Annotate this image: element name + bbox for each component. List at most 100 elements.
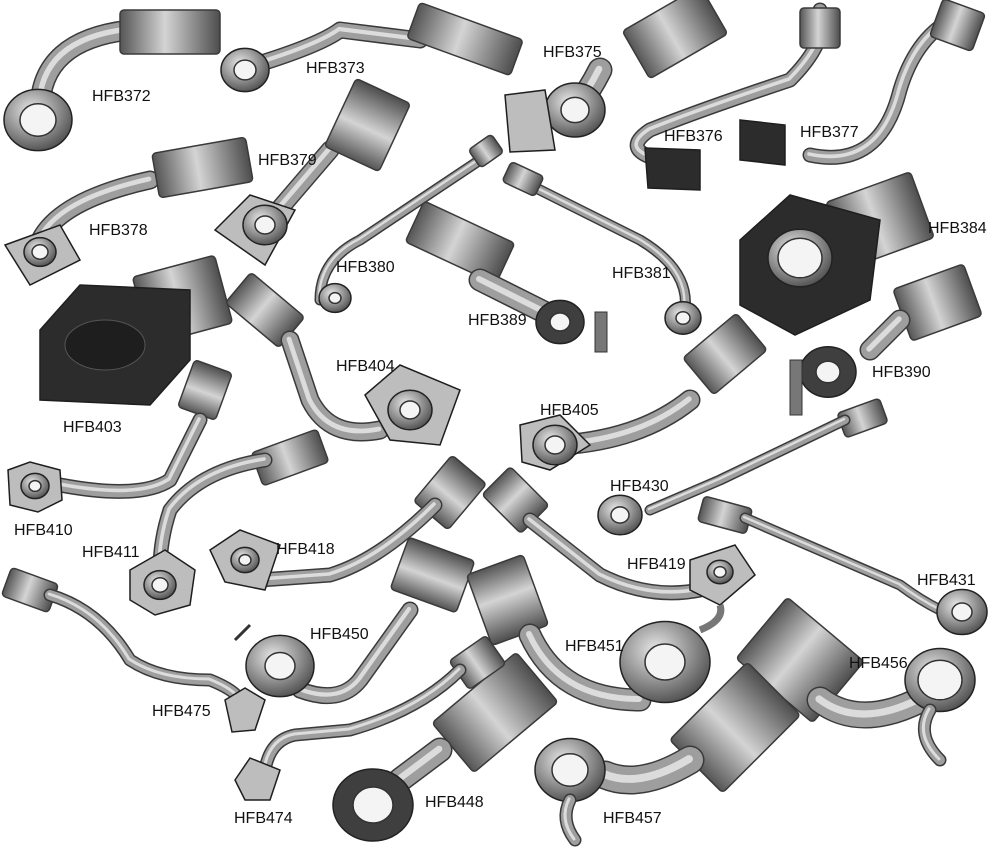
tube-outline: [514, 174, 691, 316]
sleeve: [178, 360, 232, 420]
tab-hfb450: [233, 623, 252, 642]
tube-highlight: [527, 517, 701, 594]
banjo-hole: [328, 291, 342, 305]
part-label-hfb430: HFB430: [610, 478, 669, 495]
sleeve: [405, 201, 515, 284]
sleeve: [325, 78, 410, 172]
sleeve: [683, 314, 767, 394]
part-label-hfb389: HFB389: [468, 312, 527, 329]
tube: [45, 590, 245, 705]
tube-highlight: [647, 417, 846, 511]
part-label-hfb379: HFB379: [258, 152, 317, 169]
part-label-hfb405: HFB405: [540, 402, 599, 419]
sleeve: [407, 2, 523, 76]
sleeve: [151, 136, 254, 199]
tube-highlight: [57, 417, 201, 493]
tube: [741, 514, 944, 614]
part-label-hfb450: HFB450: [310, 626, 369, 643]
sleeve: [622, 0, 728, 79]
tab-hfb451: [698, 603, 725, 634]
tube-highlight: [286, 336, 382, 434]
tube-highlight: [317, 157, 481, 301]
tube-highlight: [395, 745, 443, 783]
sleeve: [893, 264, 982, 341]
bore-hfb403: [64, 319, 146, 371]
tube-highlight: [47, 592, 241, 701]
tube: [646, 416, 849, 514]
sleeve: [251, 429, 329, 486]
banjo-hole: [777, 237, 823, 279]
bolt-hfb389: [594, 311, 608, 353]
block-hfb474: [234, 757, 281, 801]
banjo-hole: [233, 59, 257, 81]
sleeve: [929, 0, 986, 52]
block-hfb377: [739, 119, 786, 166]
sleeve: [799, 7, 841, 49]
banjo-hole: [151, 577, 169, 593]
tube-highlight: [563, 797, 576, 841]
part-label-hfb380: HFB380: [336, 259, 395, 276]
banjo-hole: [544, 435, 566, 455]
part-label-hfb419: HFB419: [627, 556, 686, 573]
tube-highlight: [251, 26, 422, 67]
banjo-hole: [815, 360, 841, 384]
tube-highlight: [807, 17, 951, 159]
part-label-hfb384: HFB384: [928, 220, 987, 237]
banjo-hole: [610, 506, 630, 524]
block-hfb376: [644, 147, 701, 191]
part-label-hfb411: HFB411: [82, 544, 140, 561]
block-hfb475: [224, 687, 266, 733]
tube-highlight: [742, 515, 941, 611]
sleeve: [432, 653, 558, 772]
part-label-hfb404: HFB404: [336, 358, 395, 375]
bolt-hfb390: [789, 359, 803, 416]
part-label-hfb457: HFB457: [603, 810, 662, 827]
part-label-hfb381: HFB381: [612, 265, 671, 282]
part-label-hfb373: HFB373: [306, 60, 365, 77]
part-label-hfb375: HFB375: [543, 44, 602, 61]
tube-highlight: [600, 755, 693, 783]
part-label-hfb418: HFB418: [276, 541, 335, 558]
banjo-hole: [644, 643, 686, 681]
sleeve: [469, 134, 503, 168]
part-label-hfb378: HFB378: [89, 222, 148, 239]
part-label-hfb448: HFB448: [425, 794, 484, 811]
part-label-hfb474: HFB474: [234, 810, 293, 827]
part-label-hfb377: HFB377: [800, 124, 859, 141]
banjo-hole: [951, 602, 973, 622]
banjo-hole: [238, 553, 252, 567]
part-label-hfb410: HFB410: [14, 522, 73, 539]
banjo-hole: [19, 103, 57, 137]
part-label-hfb451: HFB451: [565, 638, 624, 655]
banjo-hole: [917, 659, 963, 701]
block-hfb375: [504, 89, 556, 153]
tube: [516, 176, 690, 314]
banjo-hole: [399, 400, 421, 420]
sleeve: [119, 9, 221, 55]
banjo-hole: [713, 565, 727, 579]
tube-highlight: [815, 695, 923, 718]
part-label-hfb403: HFB403: [63, 419, 122, 436]
sleeve: [502, 161, 544, 197]
tube-highlight: [921, 707, 941, 761]
banjo-hole: [675, 310, 691, 326]
tube-highlight: [262, 667, 461, 771]
sleeve: [390, 537, 475, 613]
tube-highlight: [157, 457, 266, 571]
tube-highlight: [517, 177, 686, 311]
tube-highlight: [257, 502, 436, 581]
tube-highlight: [866, 316, 902, 352]
banjo-hole: [549, 312, 571, 332]
tube-highlight: [526, 631, 642, 702]
part-label-hfb390: HFB390: [872, 364, 931, 381]
part-label-hfb376: HFB376: [664, 128, 723, 145]
part-label-hfb456: HFB456: [849, 655, 908, 672]
banjo-hole: [551, 753, 589, 787]
part-label-hfb475: HFB475: [152, 703, 211, 720]
banjo-hole: [28, 479, 42, 493]
tube-highlight: [296, 606, 412, 697]
part-label-hfb431: HFB431: [917, 572, 976, 589]
banjo-hole: [352, 786, 394, 824]
